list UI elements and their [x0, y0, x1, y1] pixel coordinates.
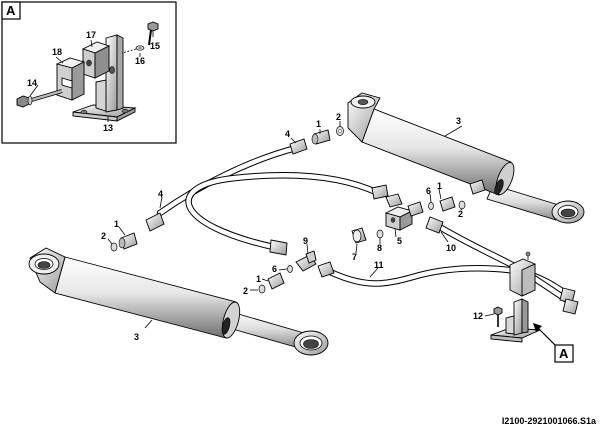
plug-7	[351, 227, 367, 244]
part-number-2: 2	[336, 112, 341, 122]
tee-fitting-9	[295, 250, 317, 272]
document-reference: I2100-2921001066.S1a	[502, 416, 597, 426]
clamp-18	[55, 57, 86, 101]
detail-box-a: A	[1, 1, 177, 144]
part-number-1: 1	[316, 119, 321, 129]
hose-4-cross	[185, 171, 382, 252]
part-number-2: 2	[101, 231, 106, 241]
bolt-15	[147, 21, 159, 46]
part-number-2: 2	[243, 286, 248, 296]
hose-clamp-bracket	[509, 251, 536, 297]
washer-right-2	[458, 200, 466, 210]
support-bracket-mount	[490, 298, 541, 343]
part-number-6: 6	[426, 186, 431, 196]
adapter-right-1	[439, 196, 456, 212]
part-number-15: 15	[150, 41, 160, 51]
support-bracket-13	[72, 34, 137, 122]
washer-mid-2	[258, 284, 266, 294]
part-number-7: 7	[352, 252, 357, 262]
part-number-16: 16	[135, 56, 145, 66]
adapter-mid-1	[267, 272, 285, 290]
valve-block-5	[384, 206, 414, 231]
part-number-1: 1	[114, 219, 119, 229]
adapter-top-1	[311, 129, 331, 145]
part-number-17: 17	[86, 30, 96, 40]
hose-end-10	[425, 216, 444, 234]
detail-box-label-frame	[1, 1, 21, 20]
adapter-lower-1	[118, 232, 138, 250]
part-number-4: 4	[158, 189, 163, 199]
detail-reference-label: A	[559, 346, 569, 361]
fitting-top-2	[336, 126, 344, 136]
hose-end-lower	[145, 212, 165, 232]
part-number-10: 10	[446, 243, 456, 253]
clamp-block-17	[81, 41, 111, 79]
part-number-11: 11	[374, 260, 384, 270]
part-number-6: 6	[272, 264, 277, 274]
hose-end-top	[289, 138, 308, 155]
part-number-8: 8	[377, 243, 382, 253]
part-number-14: 14	[27, 78, 37, 88]
fitting-cylinder-upper	[469, 179, 486, 195]
part-number-1: 1	[256, 274, 261, 284]
hydraulic-cylinder-lower	[28, 247, 329, 356]
washer-lower-2	[110, 242, 118, 252]
washer-8	[376, 229, 384, 239]
adapter-valve-upper	[371, 184, 403, 208]
leader-lines	[107, 121, 495, 329]
washer-valve-6	[428, 202, 434, 210]
detail-box-label: A	[6, 3, 16, 18]
hose-10	[434, 222, 574, 306]
hydraulic-cylinder-upper	[347, 92, 585, 224]
part-number-4: 4	[285, 129, 290, 139]
hose-11	[318, 264, 572, 299]
hose-end-mid	[269, 239, 335, 278]
part-number-2: 2	[458, 209, 463, 219]
hose-end-right-lower	[562, 298, 579, 315]
part-number-1: 1	[437, 181, 442, 191]
bolt-12	[493, 306, 503, 327]
washer-mid-6	[287, 265, 293, 273]
part-number-3: 3	[456, 116, 461, 126]
part-number-13: 13	[103, 123, 113, 133]
part-number-3: 3	[134, 332, 139, 342]
detail-reference-frame	[554, 344, 574, 363]
part-number-9: 9	[303, 236, 308, 246]
part-number-12: 12	[473, 311, 483, 321]
part-number-5: 5	[397, 236, 402, 246]
detail-reference-a: A	[533, 323, 574, 363]
part-number-18: 18	[52, 47, 62, 57]
adapter-valve-right	[407, 201, 424, 217]
hose-4-upper	[156, 144, 300, 217]
